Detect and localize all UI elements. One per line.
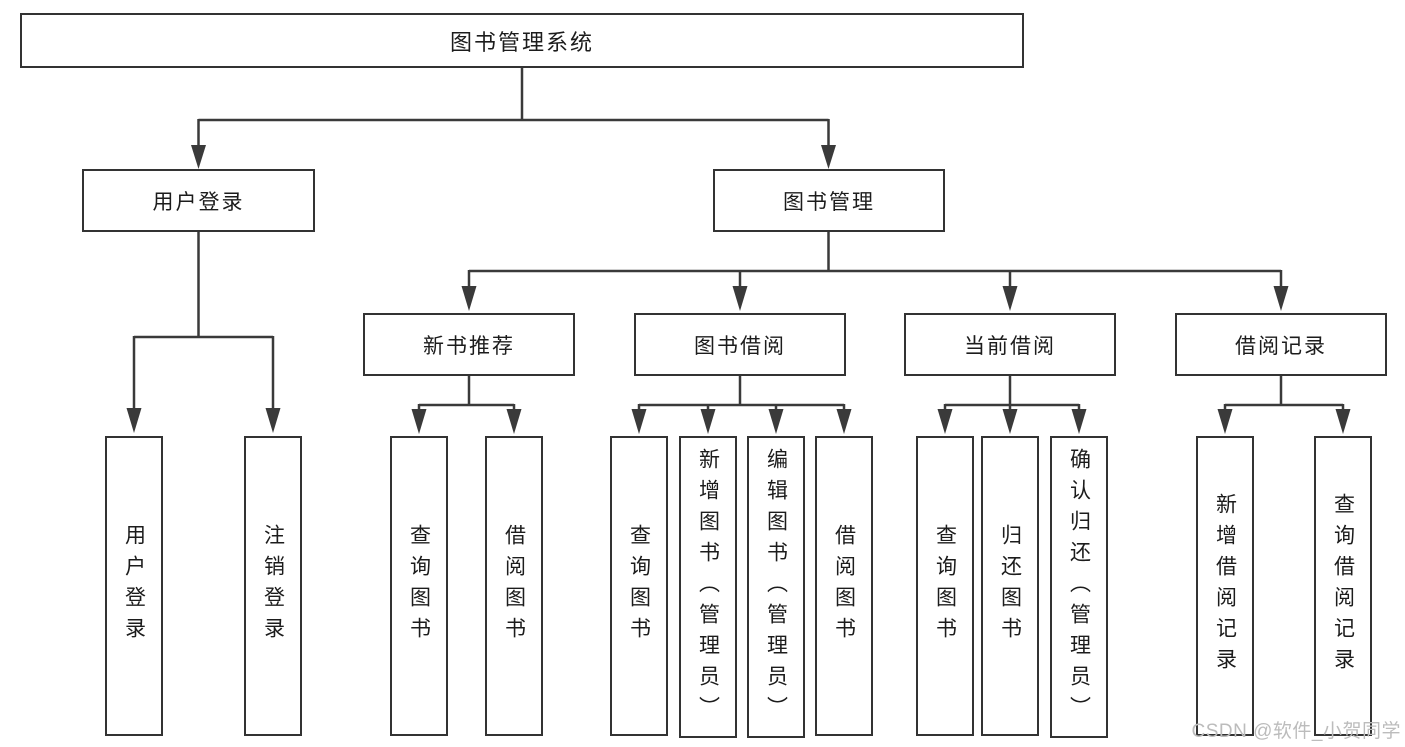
node-label: 图书借阅 [694,334,786,358]
node-user-login: 用户登录 [82,169,315,232]
edge-current-borrow-trunk [943,376,1081,412]
leaf-query-books-recommend: 查询图书 [390,436,448,736]
node-label: 用户登录 [122,524,146,648]
arrowheads [126,145,1351,434]
node-label: 图书管理系统 [449,29,594,55]
csdn-watermark: CSDN @软件_小贺同学 [1191,721,1401,742]
node-label: 查询图书 [407,524,431,648]
node-label: 确认归还（管理员） [1067,447,1091,727]
node-label: 用户登录 [152,190,245,214]
leaf-logout: 注销登录 [244,436,302,736]
leaf-user-login: 用户登录 [105,436,163,736]
edge-user-login-trunk [132,232,275,411]
node-label: 查询图书 [933,524,957,648]
node-book-management: 图书管理 [713,169,945,232]
node-label: 查询图书 [627,524,651,648]
edge-new-book-rec-trunk [417,376,516,412]
leaf-query-borrow-record: 查询借阅记录 [1314,436,1372,736]
node-label: 图书管理 [783,190,875,214]
node-label: 新书推荐 [423,334,515,358]
node-label: 借阅图书 [832,524,856,648]
edge-book-borrow-trunk [637,376,846,412]
leaf-query-books-current: 查询图书 [916,436,974,736]
node-label: 新增借阅记录 [1213,493,1237,679]
leaf-return-books: 归还图书 [981,436,1039,736]
node-label: 归还图书 [998,524,1022,648]
node-label: 新增图书（管理员） [696,447,720,727]
leaf-confirm-return-admin: 确认归还（管理员） [1050,436,1108,738]
leaf-add-books-admin: 新增图书（管理员） [679,436,737,738]
leaf-borrow-books: 借阅图书 [815,436,873,736]
node-book-borrowing: 图书借阅 [634,313,846,376]
node-library-management-system: 图书管理系统 [20,13,1024,68]
leaf-add-borrow-record: 新增借阅记录 [1196,436,1254,736]
leaf-edit-books-admin: 编辑图书（管理员） [747,436,805,738]
node-label: 借阅记录 [1235,334,1327,358]
edge-borrow-records-trunk [1223,376,1345,412]
node-new-book-recommend: 新书推荐 [363,313,575,376]
leaf-borrow-books-recommend: 借阅图书 [485,436,543,736]
node-label: 注销登录 [261,524,285,648]
node-borrowing-records: 借阅记录 [1175,313,1387,376]
edge-book-mgmt-trunk [467,232,1283,288]
node-label: 借阅图书 [502,524,526,648]
node-label: 编辑图书（管理员） [764,447,788,727]
node-label: 当前借阅 [964,334,1056,358]
leaf-query-books-borrowing: 查询图书 [610,436,668,736]
node-label: 查询借阅记录 [1331,493,1355,679]
edge-root-trunk [197,68,830,148]
node-current-borrowing: 当前借阅 [904,313,1116,376]
